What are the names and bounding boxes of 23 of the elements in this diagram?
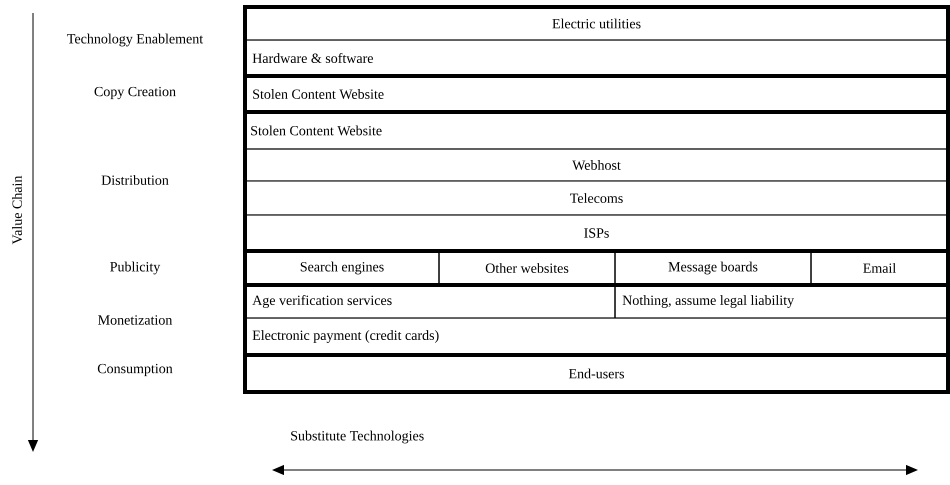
table-cell: Email <box>863 263 896 273</box>
table-cell: Electric utilities <box>552 18 641 28</box>
stage-label: Consumption <box>98 364 173 376</box>
table-cell: Electronic payment (credit cards) <box>252 330 439 343</box>
stage-label: Monetization <box>98 315 172 325</box>
table-cell: ISPs <box>584 228 609 238</box>
table-cell: Stolen Content Website <box>253 89 384 99</box>
axis-label: Substitute Technologies <box>291 430 424 444</box>
table-cell: Webhost <box>572 160 621 170</box>
stage-label: Copy Creation <box>94 86 176 100</box>
stage-label: Publicity <box>110 262 160 274</box>
table-cell: Stolen Content Website <box>251 126 382 136</box>
table-cell: Other websites <box>486 263 568 273</box>
axis-label: Value Chain <box>12 176 22 244</box>
table-cell: Message boards <box>668 262 758 274</box>
table-cell: Nothing, assume legal liability <box>622 295 794 308</box>
stage-label: Distribution <box>102 175 169 185</box>
stage-label: Technology Enablement <box>67 34 204 46</box>
table-cell: Hardware & software <box>252 53 373 63</box>
table-cell: Age verification services <box>252 295 392 308</box>
table-cell: Search engines <box>300 262 384 274</box>
table-cell: Telecoms <box>570 193 623 203</box>
table-cell: End-users <box>568 368 624 378</box>
